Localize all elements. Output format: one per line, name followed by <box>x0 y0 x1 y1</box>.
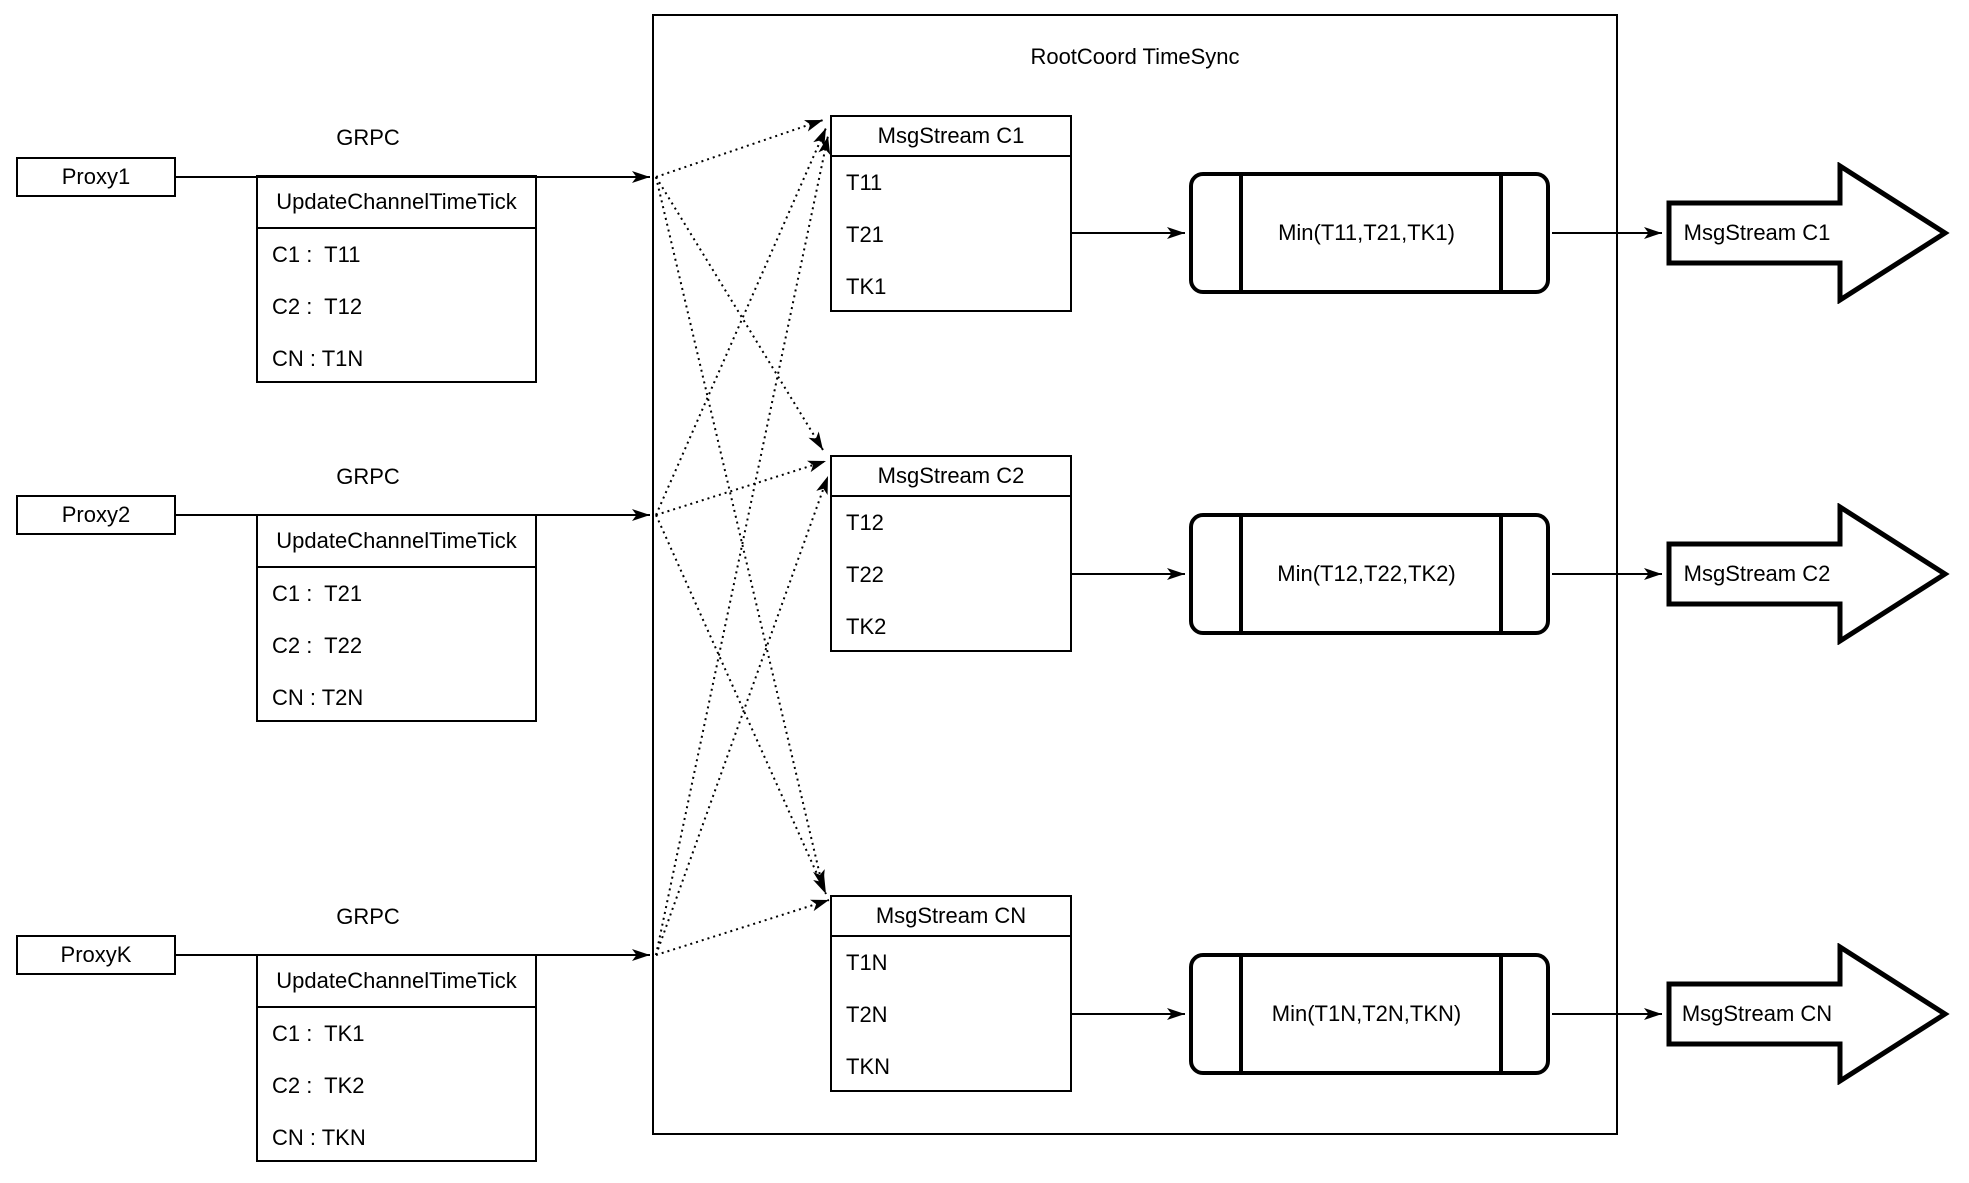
msgstream-c1-entry: T11 <box>846 170 883 195</box>
proxyk-label: ProxyK <box>60 942 132 967</box>
msgstream-c2-entry: T12 <box>846 510 884 535</box>
min-c2-label: Min(T12,T22,TK2) <box>1277 561 1456 586</box>
block-arrow-icon <box>1666 503 1950 645</box>
msgstream-c1-entry: T21 <box>846 222 884 247</box>
msgstream-c1-header: MsgStream C1 <box>832 117 1070 157</box>
msgstream-cn-entry: T2N <box>846 1002 888 1027</box>
min-box-c1: Min(T11,T21,TK1) <box>1189 172 1550 294</box>
update-table-3-header: UpdateChannelTimeTick <box>258 956 535 1008</box>
min-c1-label: Min(T11,T21,TK1) <box>1278 220 1455 245</box>
msgstream-cn-box: MsgStream CN T1N T2N TKN <box>830 895 1072 1092</box>
update-channel-timetick-table-3: UpdateChannelTimeTick C1 : TK1 C2 : TK2 … <box>256 954 537 1162</box>
update-table-2-header: UpdateChannelTimeTick <box>258 516 535 568</box>
proxy2-label: Proxy2 <box>61 502 131 527</box>
update-channel-timetick-table-2: UpdateChannelTimeTick C1 : T21 C2 : T22 … <box>256 514 537 722</box>
output-arrow-cn-label: MsgStream CN <box>1681 1001 1833 1026</box>
msgstream-cn-header: MsgStream CN <box>832 897 1070 937</box>
block-arrow-icon <box>1666 943 1950 1085</box>
proxy1-label: Proxy1 <box>61 164 131 189</box>
update-table-3-entry: C1 : TK1 <box>272 1021 365 1046</box>
msgstream-c1-box: MsgStream C1 T11 T21 TK1 <box>830 115 1072 312</box>
update-table-3-entry: CN : TKN <box>272 1125 366 1150</box>
rootcoord-timesync-title: RootCoord TimeSync <box>1030 44 1240 69</box>
min-box-divider <box>1239 957 1243 1071</box>
output-arrow-c2-label: MsgStream C2 <box>1683 561 1831 586</box>
msgstream-c2-header: MsgStream C2 <box>832 457 1070 497</box>
grpc-label-row1: GRPC <box>336 125 400 150</box>
min-cn-label: Min(T1N,T2N,TKN) <box>1271 1001 1462 1026</box>
proxy1-box: Proxy1 <box>16 157 176 197</box>
min-box-c2: Min(T12,T22,TK2) <box>1189 513 1550 635</box>
update-table-2-entry: CN : T2N <box>272 685 364 710</box>
msgstream-c2-entry: TK2 <box>846 614 887 639</box>
min-box-divider <box>1499 517 1503 631</box>
update-table-1-entry: CN : T1N <box>272 346 364 371</box>
output-arrow-cn: MsgStream CN <box>1666 943 1950 1085</box>
update-table-2-entry: C2 : T22 <box>272 633 363 658</box>
proxy2-box: Proxy2 <box>16 495 176 535</box>
update-table-1-entry: C2 : T12 <box>272 294 363 319</box>
min-box-divider <box>1499 176 1503 290</box>
proxyk-box: ProxyK <box>16 935 176 975</box>
block-arrow-icon <box>1666 162 1950 304</box>
min-box-cn: Min(T1N,T2N,TKN) <box>1189 953 1550 1075</box>
msgstream-c1-entry: TK1 <box>846 274 887 299</box>
output-arrow-c1: MsgStream C1 <box>1666 162 1950 304</box>
msgstream-cn-entry: T1N <box>846 950 888 975</box>
msgstream-c2-box: MsgStream C2 T12 T22 TK2 <box>830 455 1072 652</box>
update-table-1-header: UpdateChannelTimeTick <box>258 177 535 229</box>
min-box-divider <box>1239 176 1243 290</box>
min-box-divider <box>1499 957 1503 1071</box>
msgstream-cn-entry: TKN <box>846 1054 890 1079</box>
grpc-label-row2: GRPC <box>336 464 400 489</box>
output-arrow-c1-label: MsgStream C1 <box>1683 220 1831 245</box>
update-table-2-entry: C1 : T21 <box>272 581 363 606</box>
update-channel-timetick-table-1: UpdateChannelTimeTick C1 : T11 C2 : T12 … <box>256 175 537 383</box>
update-table-3-entry: C2 : TK2 <box>272 1073 365 1098</box>
update-table-1-entry: C1 : T11 <box>272 242 361 267</box>
msgstream-c2-entry: T22 <box>846 562 884 587</box>
output-arrow-c2: MsgStream C2 <box>1666 503 1950 645</box>
min-box-divider <box>1239 517 1243 631</box>
grpc-label-row3: GRPC <box>336 904 400 929</box>
